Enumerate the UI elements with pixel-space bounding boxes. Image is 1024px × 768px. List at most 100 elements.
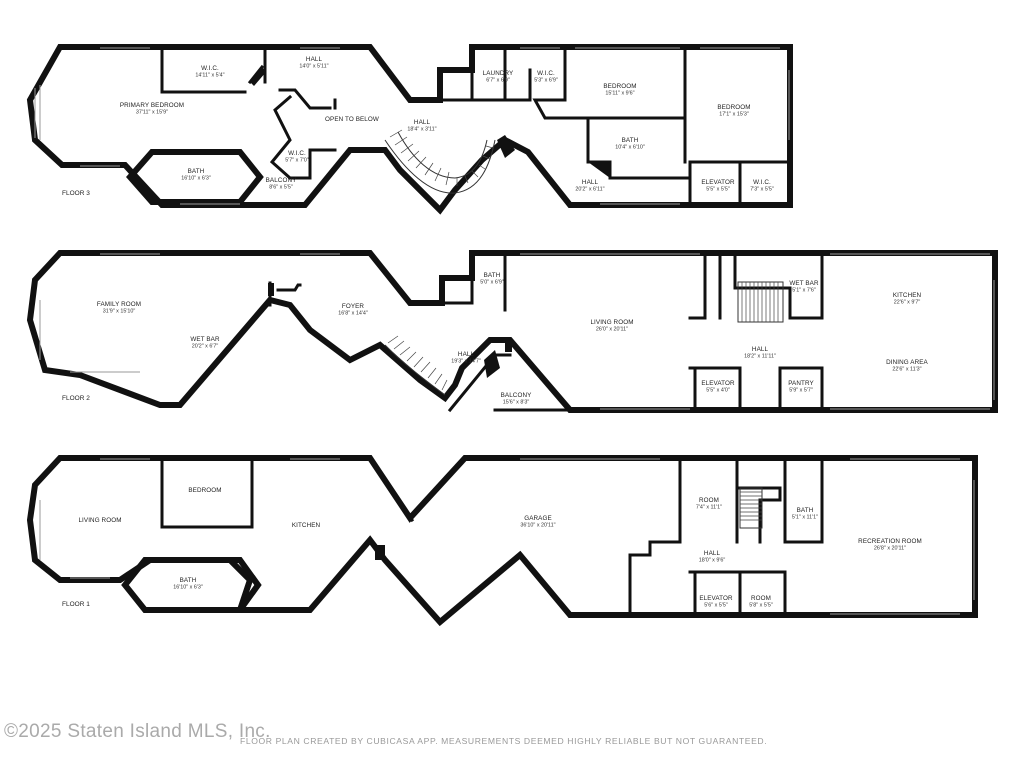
room-dimensions: 16'8" x 14'4" <box>338 311 368 317</box>
floor-2-straight-stair <box>737 281 784 323</box>
room-dimensions: 22'6" x 11'3" <box>892 367 921 373</box>
room-name: HALL <box>458 351 475 358</box>
room-name: BALCONY <box>266 177 297 184</box>
room-dimensions: 14'11" x 5'4" <box>195 73 224 79</box>
room-name: ROOM <box>699 497 719 504</box>
room-name: HALL <box>306 56 323 63</box>
floor-3-exterior-wall <box>26 44 793 215</box>
room-name: HALL <box>752 346 769 353</box>
room-name: BATH <box>622 137 639 144</box>
room-name: BATH <box>797 507 814 514</box>
floor-3-fixture <box>497 135 515 158</box>
floor-3-fixture <box>588 162 610 178</box>
floor-2-exterior-wall <box>26 250 998 413</box>
room-dimensions: 6'7" x 6'9" <box>486 78 510 84</box>
room-dimensions: 7'3" x 5'5" <box>750 187 774 193</box>
room-name: KITCHEN <box>893 292 922 299</box>
room-label: BEDROOM <box>188 487 221 494</box>
room-label: KITCHEN <box>292 522 321 529</box>
room-name: OPEN TO BELOW <box>325 116 379 123</box>
room-dimensions: 5'0" x 6'9" <box>480 280 504 286</box>
room-dimensions: 20'2" x 6'11" <box>575 187 604 193</box>
room-name: DINING AREA <box>886 359 928 366</box>
room-name: W.I.C. <box>753 179 771 186</box>
room-name: ROOM <box>751 595 771 602</box>
room-name: ELEVATOR <box>701 380 735 387</box>
floor-1-garage-door <box>402 507 415 523</box>
room-name: BATH <box>188 168 205 175</box>
room-name: PANTRY <box>788 380 814 387</box>
floor-3-windows <box>34 47 790 205</box>
room-name: BEDROOM <box>603 83 636 90</box>
room-name: BEDROOM <box>188 487 221 494</box>
room-name: HALL <box>704 550 721 557</box>
room-dimensions: 26'0" x 20'11" <box>596 327 628 333</box>
room-dimensions: 5'6" x 5'5" <box>704 603 728 609</box>
room-name: KITCHEN <box>292 522 321 529</box>
room-dimensions: 10'4" x 6'10" <box>615 145 645 151</box>
room-name: BATH <box>484 272 501 279</box>
room-name: BALCONY <box>501 392 532 399</box>
room-dimensions: 22'6" x 9'7" <box>894 300 921 306</box>
room-dimensions: 14'0" x 5'11" <box>299 64 328 70</box>
room-dimensions: 20'2" x 6'7" <box>192 344 219 350</box>
room-dimensions: 7'4" x 11'1" <box>696 505 722 511</box>
room-dimensions: 5'1" x 11'1" <box>792 515 818 521</box>
room-name: PRIMARY BEDROOM <box>120 102 184 109</box>
floor-1-interior-wall <box>160 456 824 614</box>
room-name: FAMILY ROOM <box>97 301 141 308</box>
floor-2-fixture <box>268 283 274 296</box>
room-labels: W.I.C. 14'11" x 5'4" PRIMARY BEDROOM37'11"… <box>78 56 928 609</box>
room-name: GARAGE <box>524 515 552 522</box>
floor-3-bath-outline <box>126 149 264 205</box>
room-name: BEDROOM <box>717 104 750 111</box>
floor-2-fixture <box>505 340 512 352</box>
room-dimensions: 5'7" x 7'0" <box>285 158 309 164</box>
room-name: W.I.C. <box>537 70 555 77</box>
floor-3-spiral-stair <box>384 129 496 194</box>
copyright-watermark: ©2025 Staten Island MLS, Inc. <box>4 721 271 742</box>
room-dimensions: 37'11" x 15'9" <box>136 110 168 116</box>
room-dimensions: 5'5" x 4'0" <box>706 388 730 394</box>
floor-3-fixture <box>250 67 266 86</box>
floor-1-exterior-wall <box>26 455 978 627</box>
floor-2-plan: FLOOR 2 <box>26 250 998 413</box>
room-dimensions: 5'3" x 6'9" <box>534 78 558 84</box>
room-name: ELEVATOR <box>699 595 733 602</box>
room-name: LIVING ROOM <box>590 319 633 326</box>
room-label: OPEN TO BELOW <box>325 116 379 123</box>
room-name: RECREATION ROOM <box>858 538 922 545</box>
room-dimensions: 18'4" x 3'11" <box>407 127 436 133</box>
room-dimensions: 31'9" x 15'10" <box>103 309 136 315</box>
floor-3-label: FLOOR 3 <box>62 190 90 197</box>
room-dimensions: 18'0" x 9'6" <box>699 558 726 564</box>
room-name: LAUNDRY <box>483 70 514 77</box>
floor-1-plan: FLOOR 1 <box>26 455 978 627</box>
room-name: ELEVATOR <box>701 179 735 186</box>
floor-1-windows <box>39 458 975 615</box>
room-dimensions: 5'8" x 5'5" <box>749 603 773 609</box>
